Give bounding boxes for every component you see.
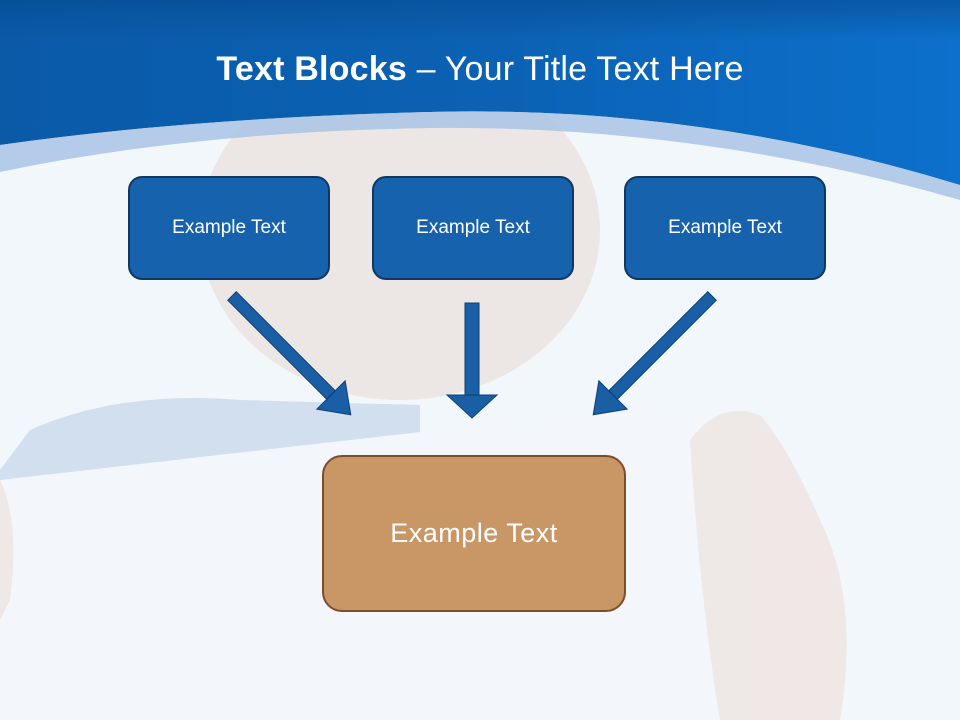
target-text-block[interactable]: Example Text bbox=[322, 455, 626, 612]
arrow-left bbox=[227, 291, 352, 416]
text-block-2[interactable]: Example Text bbox=[372, 176, 574, 280]
target-text-block-label: Example Text bbox=[390, 518, 558, 548]
text-block-2-label: Example Text bbox=[416, 217, 530, 238]
faded-photo bbox=[0, 60, 847, 720]
title-dash: – bbox=[406, 50, 445, 88]
text-block-3-label: Example Text bbox=[668, 217, 782, 238]
title-bold: Text Blocks bbox=[216, 50, 407, 88]
header-band bbox=[0, 0, 960, 185]
arrows bbox=[227, 291, 717, 419]
text-block-1-label: Example Text bbox=[172, 217, 286, 238]
title-rest: Your Title Text Here bbox=[444, 50, 744, 88]
text-block-1[interactable]: Example Text bbox=[128, 176, 330, 280]
slide-title: Text Blocks – Your Title Text Here bbox=[0, 50, 960, 89]
arrow-right bbox=[592, 291, 717, 416]
text-block-3[interactable]: Example Text bbox=[624, 176, 826, 280]
arrow-center bbox=[445, 302, 499, 419]
header-accent-curve bbox=[0, 111, 960, 200]
